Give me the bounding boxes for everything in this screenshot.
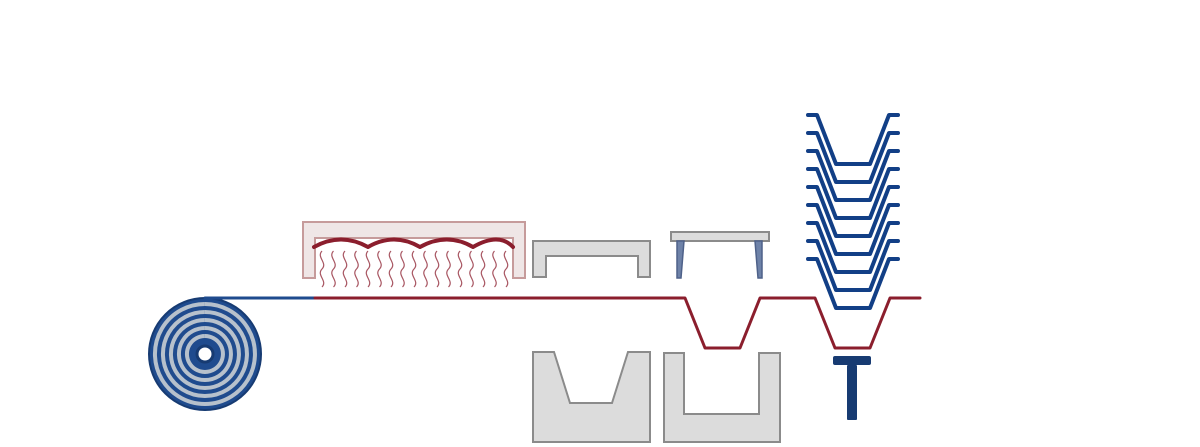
ejector xyxy=(833,356,871,420)
heat-wave-line xyxy=(400,250,405,288)
stacked-cup xyxy=(806,167,900,220)
left-blade xyxy=(676,240,685,279)
stacked-cup xyxy=(806,149,900,202)
roll-spiral xyxy=(153,302,257,406)
heat-wave-line xyxy=(365,250,371,288)
forming-molds xyxy=(532,351,781,443)
stacked-cup xyxy=(806,203,900,256)
clamp-shape xyxy=(532,240,651,278)
heat-wave-line xyxy=(319,250,325,288)
heat-wave-line xyxy=(342,250,348,288)
mold-right xyxy=(663,352,781,443)
heat-wave-line xyxy=(446,250,451,288)
sheet-roll xyxy=(148,297,262,411)
trim-press-plate xyxy=(670,231,770,242)
stacked-cup xyxy=(806,221,900,274)
ejector-stem xyxy=(847,365,857,420)
ejector-head xyxy=(833,356,871,365)
heat-wave-line xyxy=(354,250,359,288)
heater-housing xyxy=(302,221,526,279)
pre-form-clamp xyxy=(532,240,651,278)
stacked-cups xyxy=(806,113,900,310)
trim-press xyxy=(670,231,770,279)
heat-wave-line xyxy=(457,250,463,288)
heat-wave-line xyxy=(331,250,336,288)
stacked-cup xyxy=(806,257,900,310)
sheet-feed xyxy=(203,296,922,350)
stacked-cup xyxy=(806,239,900,292)
heat-waves xyxy=(319,250,509,288)
stacked-cup xyxy=(806,113,900,166)
heat-wave-line xyxy=(423,250,428,288)
stacked-cup xyxy=(806,131,900,184)
heat-wave-line xyxy=(480,250,486,288)
heat-wave-line xyxy=(503,250,509,288)
heat-wave-line xyxy=(388,250,394,288)
heater-unit xyxy=(302,221,526,288)
heat-wave-line xyxy=(469,250,474,288)
heater-element xyxy=(312,237,515,249)
stacked-cup xyxy=(806,185,900,238)
formed-sheet-line xyxy=(313,296,922,350)
heat-wave-line xyxy=(377,250,382,288)
heat-wave-line xyxy=(434,250,440,288)
heat-wave-line xyxy=(411,250,417,288)
roll-core xyxy=(195,344,215,364)
heat-wave-line xyxy=(492,250,497,288)
mold-left xyxy=(532,351,651,443)
right-blade xyxy=(754,240,763,279)
